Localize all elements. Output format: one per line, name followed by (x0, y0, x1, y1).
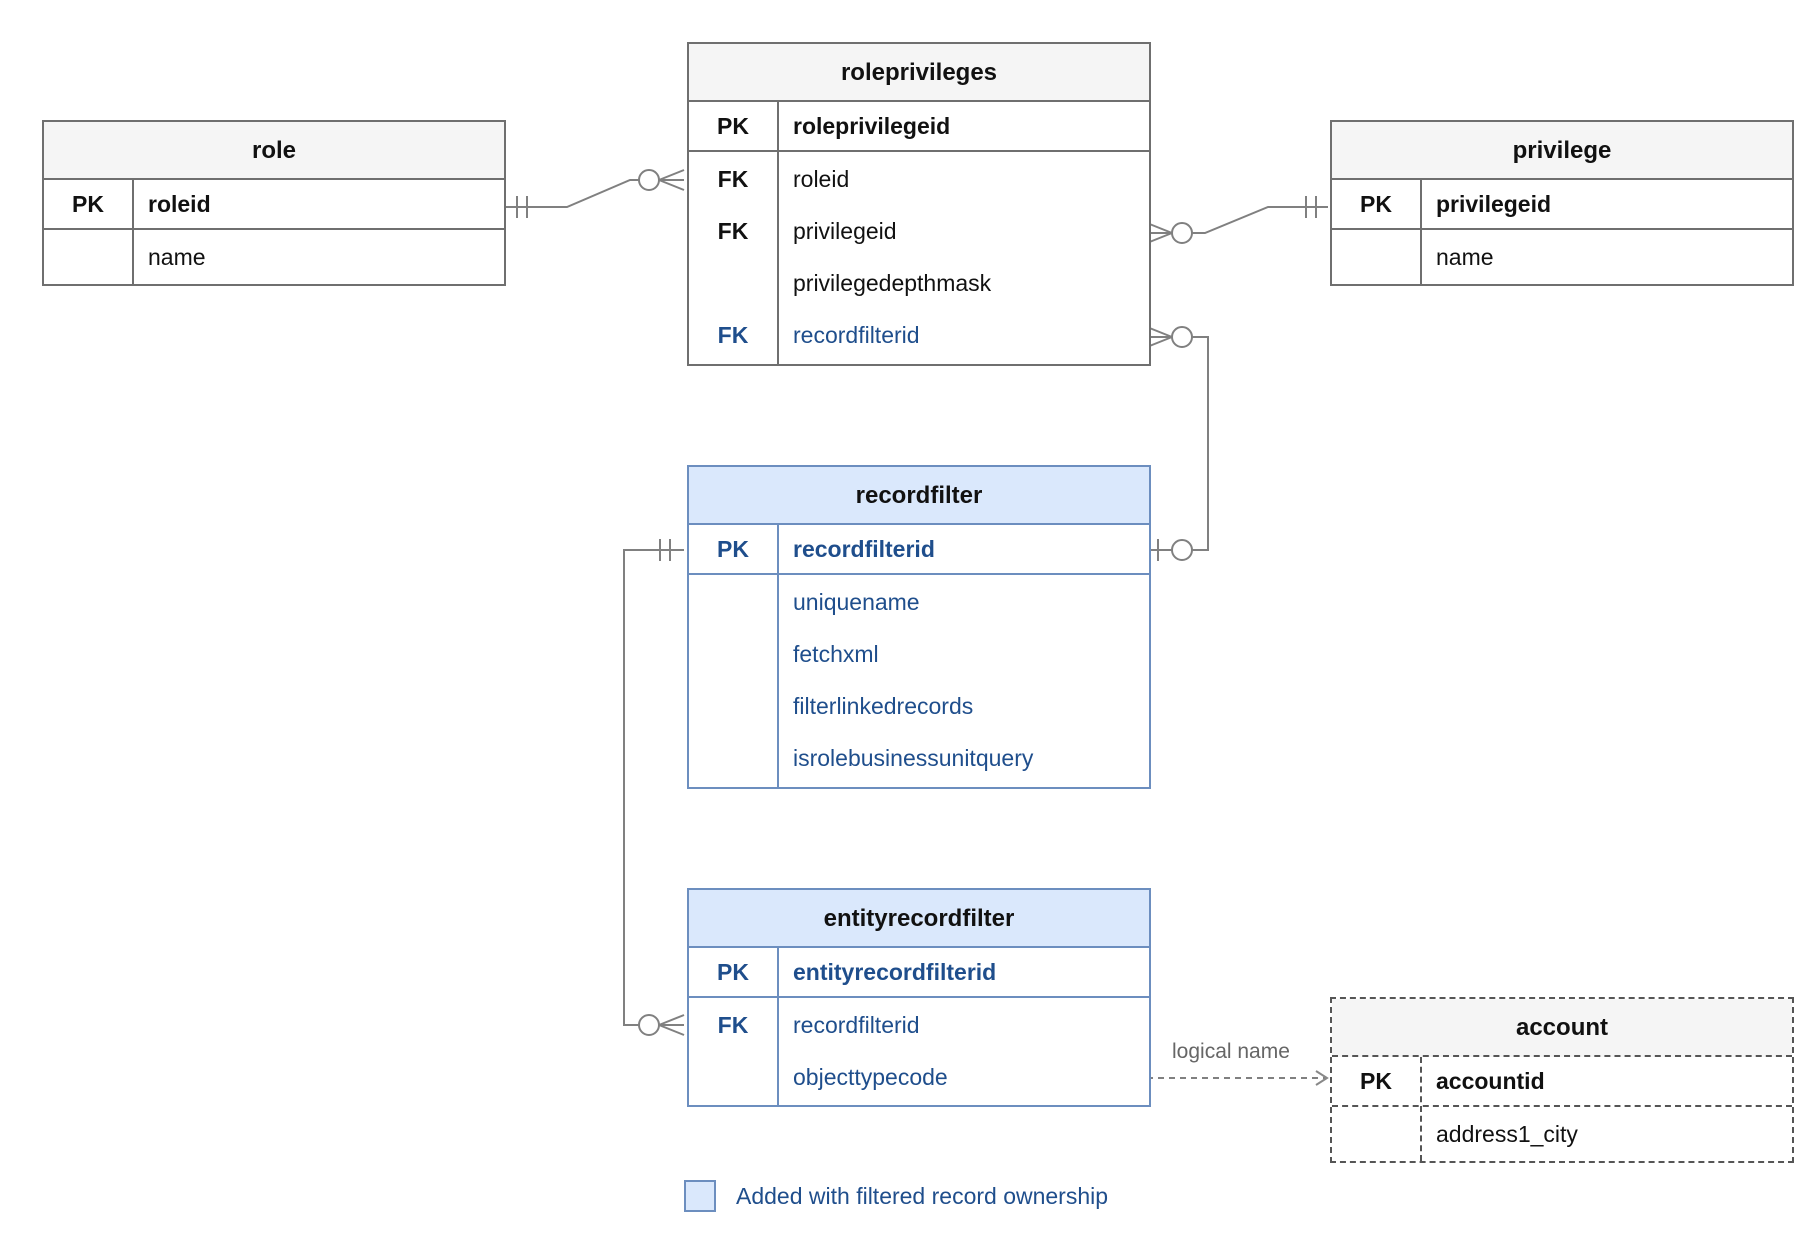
key-label (689, 732, 777, 784)
pk-column: accountid (1436, 1067, 1545, 1094)
pk-row: PK privilegeid (1332, 180, 1792, 230)
pk-label: PK (717, 535, 749, 562)
column-name: name (148, 243, 206, 270)
pk-column: recordfilterid (793, 535, 935, 562)
key-label (689, 680, 777, 732)
column-row: name (1332, 231, 1792, 283)
pk-label: PK (72, 190, 104, 217)
relationship-role-roleprivileges (505, 169, 685, 218)
key-label (689, 576, 777, 628)
key-label (44, 231, 132, 283)
entity-title: role (44, 122, 504, 180)
pk-row: PK roleprivilegeid (689, 102, 1149, 152)
edge-label-logical-name: logical name (1170, 1040, 1292, 1064)
entity-privilege: privilege PK privilegeid name (1330, 120, 1794, 286)
pk-row: PK roleid (44, 180, 504, 230)
key-label (1332, 1108, 1420, 1160)
relationship-entityrecordfilter-account (1147, 1070, 1329, 1086)
column-row: FK privilegeid (689, 205, 1149, 257)
pk-row: PK accountid (1332, 1057, 1792, 1107)
key-label (689, 1051, 777, 1103)
column-row: objecttypecode (689, 1051, 1149, 1103)
column-name: uniquename (793, 588, 920, 615)
divider (777, 948, 779, 1105)
column-name: privilegedepthmask (793, 269, 992, 296)
column-name: address1_city (1436, 1120, 1578, 1147)
divider (1420, 1057, 1422, 1161)
pk-row: PK recordfilterid (689, 525, 1149, 575)
column-name: isrolebusinessunitquery (793, 744, 1034, 771)
column-name: fetchxml (793, 640, 879, 667)
key-label: FK (717, 165, 749, 192)
pk-label: PK (1360, 190, 1392, 217)
entity-entityrecordfilter: entityrecordfilter PK entityrecordfilter… (687, 888, 1151, 1107)
column-name: roleid (793, 165, 850, 192)
divider (1420, 180, 1422, 284)
column-row: fetchxml (689, 628, 1149, 680)
column-name: recordfilterid (793, 1011, 920, 1038)
divider (777, 525, 779, 787)
pk-row: PK entityrecordfilterid (689, 948, 1149, 998)
legend-swatch (684, 1180, 716, 1212)
column-name: name (1436, 243, 1494, 270)
pk-label: PK (1360, 1067, 1392, 1094)
entity-title: account (1332, 999, 1792, 1057)
entity-recordfilter: recordfilter PK recordfilterid uniquenam… (687, 465, 1151, 789)
column-name: objecttypecode (793, 1063, 948, 1090)
column-name: privilegeid (793, 217, 897, 244)
relationship-privilege-roleprivileges (1146, 196, 1328, 244)
pk-column: roleid (148, 190, 211, 217)
column-name: recordfilterid (793, 321, 920, 348)
entity-role: role PK roleid name (42, 120, 506, 286)
column-row: FK recordfilterid (689, 309, 1149, 361)
entity-account: account PK accountid address1_city (1330, 997, 1794, 1163)
key-label: FK (717, 217, 749, 244)
key-label (689, 628, 777, 680)
key-label (1332, 231, 1420, 283)
divider (777, 102, 779, 364)
pk-label: PK (717, 112, 749, 139)
column-row: FK recordfilterid (689, 999, 1149, 1051)
entity-roleprivileges: roleprivileges PK roleprivilegeid FK rol… (687, 42, 1151, 366)
divider (132, 180, 134, 284)
column-row: privilegedepthmask (689, 257, 1149, 309)
column-row: name (44, 231, 504, 283)
entity-title: privilege (1332, 122, 1792, 180)
relationship-recordfilter-roleprivileges (1146, 326, 1209, 561)
entity-title: entityrecordfilter (689, 890, 1149, 948)
column-row: isrolebusinessunitquery (689, 732, 1149, 784)
key-label: FK (717, 1011, 749, 1038)
column-row: address1_city (1332, 1108, 1792, 1160)
pk-column: privilegeid (1436, 190, 1552, 217)
key-label (689, 257, 777, 309)
column-row: FK roleid (689, 153, 1149, 205)
column-row: filterlinkedrecords (689, 680, 1149, 732)
legend-label: Added with filtered record ownership (736, 1183, 1109, 1209)
entity-title: roleprivileges (689, 44, 1149, 102)
pk-column: entityrecordfilterid (793, 958, 997, 985)
column-row: uniquename (689, 576, 1149, 628)
relationship-recordfilter-entityrecordfilter (623, 539, 685, 1036)
pk-label: PK (717, 958, 749, 985)
entity-title: recordfilter (689, 467, 1149, 525)
key-label: FK (717, 321, 749, 348)
column-name: filterlinkedrecords (793, 692, 974, 719)
pk-column: roleprivilegeid (793, 112, 951, 139)
